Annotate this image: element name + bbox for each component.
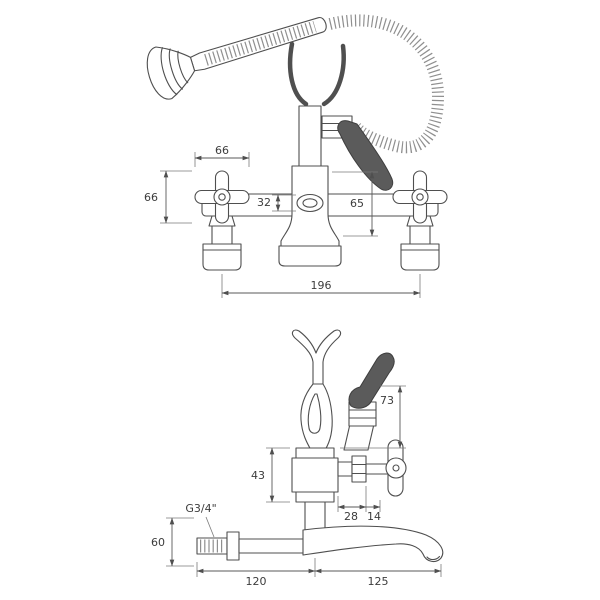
handset-head xyxy=(146,46,196,100)
dim-label-outlet-height: 32 xyxy=(257,196,271,209)
body-top-collar xyxy=(295,447,335,459)
riser-column xyxy=(298,105,322,169)
dimension-reach: 120 125 xyxy=(196,558,442,588)
front-outlet-hole xyxy=(302,198,318,208)
handset xyxy=(146,17,327,100)
spout-lip xyxy=(426,555,441,561)
diverter-lever xyxy=(337,120,394,191)
right-valve-assembly xyxy=(392,170,448,271)
dimension-body-height: 65 xyxy=(332,171,378,237)
dim-label-body-height: 65 xyxy=(350,197,364,210)
side-view: 73 43 28 14 G3/4" 60 xyxy=(151,329,444,588)
body-bottom-collar xyxy=(295,491,335,503)
side-handle-hub-center xyxy=(392,464,400,472)
dimension-handle-width: 66 xyxy=(194,144,250,167)
dimension-outlet-height: 32 xyxy=(257,194,296,212)
thread-label: G3/4" xyxy=(185,502,216,515)
leader-line xyxy=(205,516,215,538)
side-handle-stem xyxy=(365,463,389,475)
front-view: 66 66 32 65 196 xyxy=(144,14,448,298)
dim-label-centres: 196 xyxy=(311,279,332,292)
center-body-base xyxy=(278,245,342,267)
handset-cradle xyxy=(287,41,346,107)
ceramic-lever-handle xyxy=(348,352,395,409)
cradle-left-arm xyxy=(287,41,309,107)
dim-label-offset-b: 14 xyxy=(367,510,381,523)
dim-label-offset-a: 28 xyxy=(344,510,358,523)
side-handle-hub xyxy=(385,457,407,479)
dim-label-inlet-height: 60 xyxy=(151,536,165,549)
dimension-inlet-height: 60 xyxy=(151,517,194,567)
shower-hose xyxy=(328,14,445,154)
dim-label-handle-width: 66 xyxy=(215,144,229,157)
body-main xyxy=(291,457,339,493)
front-outlet-ring xyxy=(296,193,324,213)
dimension-handle-offsets: 28 14 xyxy=(337,486,381,523)
dim-label-lever-height: 73 xyxy=(380,394,394,407)
dimension-lever-height: 73 xyxy=(340,385,406,449)
dim-label-wall-to-centre: 120 xyxy=(246,575,267,588)
inlet-flange xyxy=(226,531,240,561)
inlet-threaded-pipe xyxy=(196,537,228,555)
dimension-centres: 196 xyxy=(221,274,421,298)
dim-label-handle-height: 66 xyxy=(144,191,158,204)
cradle-fork xyxy=(291,329,342,385)
side-valve-stem-pipe xyxy=(337,461,353,477)
bracket-slot xyxy=(307,393,322,434)
cradle-right-arm xyxy=(321,43,346,107)
left-valve-assembly xyxy=(194,170,250,271)
dimension-body-depth: 43 xyxy=(251,447,290,503)
handset-head-ribs xyxy=(160,47,189,96)
lever-connector xyxy=(343,423,375,451)
inlet-pipe xyxy=(238,538,306,554)
thread-callout: G3/4" xyxy=(185,502,217,538)
dim-label-centre-to-spout: 125 xyxy=(368,575,389,588)
bath-spout xyxy=(302,525,444,563)
dimension-handle-height: 66 xyxy=(144,170,192,224)
dim-label-body-depth: 43 xyxy=(251,469,265,482)
wall-inlet xyxy=(196,531,306,561)
side-valve-hex-nut xyxy=(351,455,367,483)
